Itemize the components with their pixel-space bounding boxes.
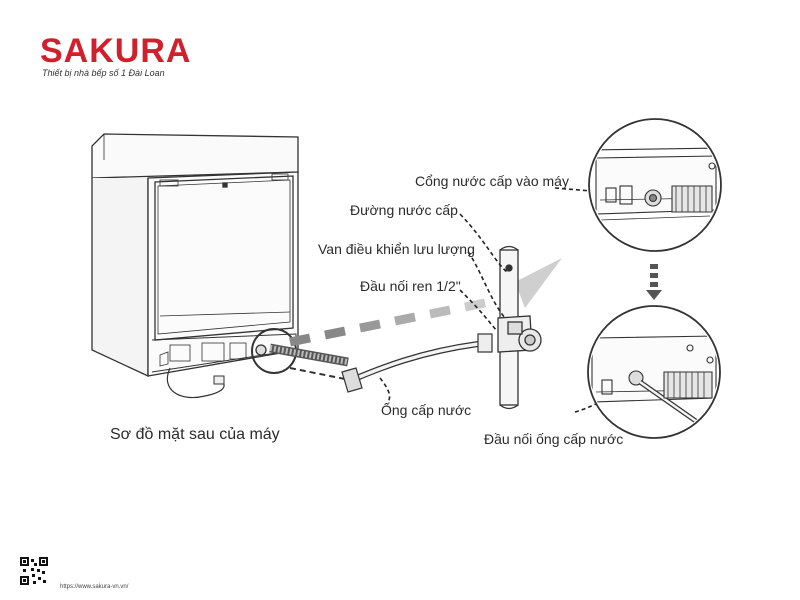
label-thread-connector: Đầu nối ren 1/2" [360,278,461,294]
power-cord [166,367,225,399]
caption-rear-diagram: Sơ đồ mặt sau của máy [110,426,280,443]
label-inlet-port: Cổng nước cấp vào máy [415,173,569,189]
brand-logo: SAKURA [40,32,192,70]
dishwasher-rear [91,133,299,378]
label-supply-line: Đường nước cấp [350,202,458,218]
footer-url[interactable]: https://www.sakura-vn.vn/ [60,584,129,590]
qr-code-icon [20,557,48,585]
label-control-valve: Van điều khiển lưu lượng [318,241,475,257]
inlet-zoom-circle [588,118,722,252]
water-pipe [497,245,542,410]
supply-hose [341,333,493,393]
direction-arrow [289,258,562,347]
connector-zoom-circle [587,305,721,439]
brand-tagline: Thiết bị nhà bếp số 1 Đài Loan [42,68,165,78]
down-arrow-icon [646,264,662,300]
label-supply-hose: Ống cấp nước [381,402,472,418]
label-hose-connector: Đầu nối ống cấp nước [484,431,624,447]
drain-hose [269,343,349,367]
